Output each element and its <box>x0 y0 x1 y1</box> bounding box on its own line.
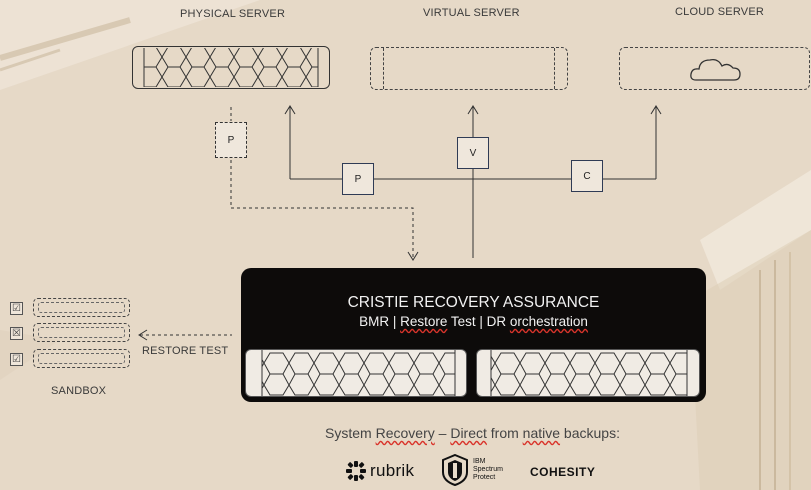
connector-p-dashed: P <box>215 122 247 158</box>
rubrik-wordmark: rubrik <box>370 461 415 480</box>
cra-server-right <box>476 349 700 397</box>
physical-server-label: PHYSICAL SERVER <box>180 8 286 20</box>
virtual-server-label: VIRTUAL SERVER <box>423 7 520 19</box>
caption-part: native <box>522 425 561 441</box>
sandbox-server-row <box>33 349 130 368</box>
cloud-server-label: CLOUD SERVER <box>675 6 764 18</box>
rubrik-mark-icon <box>346 461 366 481</box>
rubrik-logo: rubrik <box>345 460 414 482</box>
ibm-text: IBM Spectrum Protect <box>473 458 503 482</box>
cra-sub-part: Test | DR <box>447 314 510 329</box>
ibm-text-line: Spectrum <box>473 466 503 473</box>
caption-part: Recovery <box>375 425 435 441</box>
cohesity-logo: COHESITY <box>530 465 595 479</box>
ibm-spectrum-protect-logo: IBM Spectrum Protect <box>441 454 503 486</box>
sandbox-label: SANDBOX <box>51 385 107 397</box>
cra-subtitle: BMR | Restore Test | DR orchestration <box>241 314 706 329</box>
cloud-icon <box>690 58 741 81</box>
connector-v: V <box>457 137 489 169</box>
cristie-recovery-assurance-panel: CRISTIE RECOVERY ASSURANCE BMR | Restore… <box>241 268 706 402</box>
cra-sub-part: Restore <box>400 314 448 329</box>
caption-part: System <box>325 425 376 441</box>
sandbox-server-row <box>33 323 130 342</box>
shield-icon <box>442 454 468 486</box>
checked-box-icon: ☑ <box>10 353 23 366</box>
hex-pattern-icon <box>490 350 688 396</box>
cloud-server-box <box>619 47 810 90</box>
ibm-text-line: Protect <box>473 474 496 481</box>
cohesity-wordmark: COHESITY <box>530 465 596 479</box>
ibm-text-line: IBM <box>473 458 486 465</box>
caption-part: from <box>486 425 523 441</box>
restore-test-label: RESTORE TEST <box>142 345 229 357</box>
cra-server-left <box>245 349 467 397</box>
connector-p: P <box>342 163 374 195</box>
virtual-server-inner <box>383 48 555 89</box>
native-backups-caption: System Recovery – Direct from native bac… <box>240 425 705 441</box>
virtual-server-box <box>370 47 568 90</box>
connector-c: C <box>571 160 603 192</box>
caption-part: backups: <box>560 425 620 441</box>
cra-title: CRISTIE RECOVERY ASSURANCE <box>347 294 600 311</box>
cra-sub-part: orchestration <box>509 314 588 329</box>
hex-pattern-icon <box>261 350 456 396</box>
sandbox-server-row <box>33 298 130 317</box>
physical-server-hex-pattern-icon <box>143 48 319 87</box>
failed-box-icon: ☒ <box>10 327 23 340</box>
physical-server-box <box>132 46 330 89</box>
caption-part: – <box>434 425 451 441</box>
caption-part: Direct <box>450 425 487 441</box>
cra-sub-part: BMR | <box>359 314 401 329</box>
checked-box-icon: ☑ <box>10 302 23 315</box>
